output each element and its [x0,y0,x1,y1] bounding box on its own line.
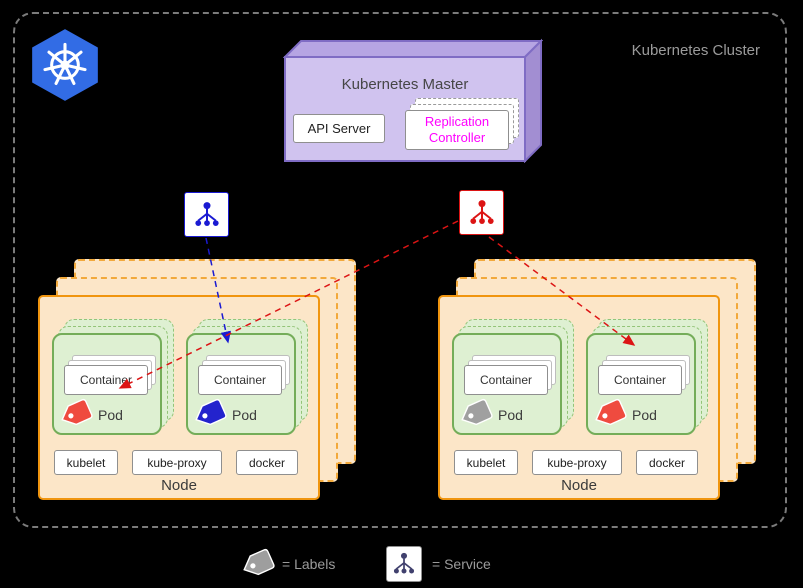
kube-proxy-box: kube-proxy [132,450,222,475]
label-tag-icon [195,398,227,426]
service-icon-red [459,190,504,235]
container-box: Container [598,365,682,395]
cluster-boundary [13,12,787,528]
container-box: Container [464,365,548,395]
service-tree-icon [469,199,494,224]
legend-service-icon-box [386,546,422,582]
api-server-box: API Server [293,114,385,143]
pod-label: Pod [98,407,123,423]
node-label: Node [561,477,597,494]
service-tree-icon [194,201,219,226]
pod-label: Pod [498,407,523,423]
service-icon-blue [184,192,229,237]
cluster-title: Kubernetes Cluster [631,42,760,59]
container-box: Container [198,365,282,395]
legend-label-tag-icon [243,548,275,576]
docker-box: docker [636,450,698,475]
pod-label: Pod [232,407,257,423]
label-tag-icon [461,398,493,426]
node-label: Node [161,477,197,494]
node-right: Container Pod Container Pod kubelet kube… [438,295,720,500]
kubelet-box: kubelet [454,450,518,475]
kubernetes-logo-icon [32,29,98,101]
master-title: Kubernetes Master [341,76,469,93]
pod: Container Pod [586,333,696,435]
pod: Container Pod [52,333,162,435]
label-tag-icon [595,398,627,426]
kube-proxy-box: kube-proxy [532,450,622,475]
label-tag-icon [61,398,93,426]
replication-controller-box: Replication Controller [405,110,509,150]
container-box: Container [64,365,148,395]
legend-labels-text: = Labels [282,556,336,572]
kubelet-box: kubelet [54,450,118,475]
pod: Container Pod [186,333,296,435]
node-left: Container Pod Container Pod kubelet kube… [38,295,320,500]
docker-box: docker [236,450,298,475]
pod: Container Pod [452,333,562,435]
pod-label: Pod [632,407,657,423]
legend-service-text: = Service [432,556,491,572]
service-tree-icon [393,552,415,574]
